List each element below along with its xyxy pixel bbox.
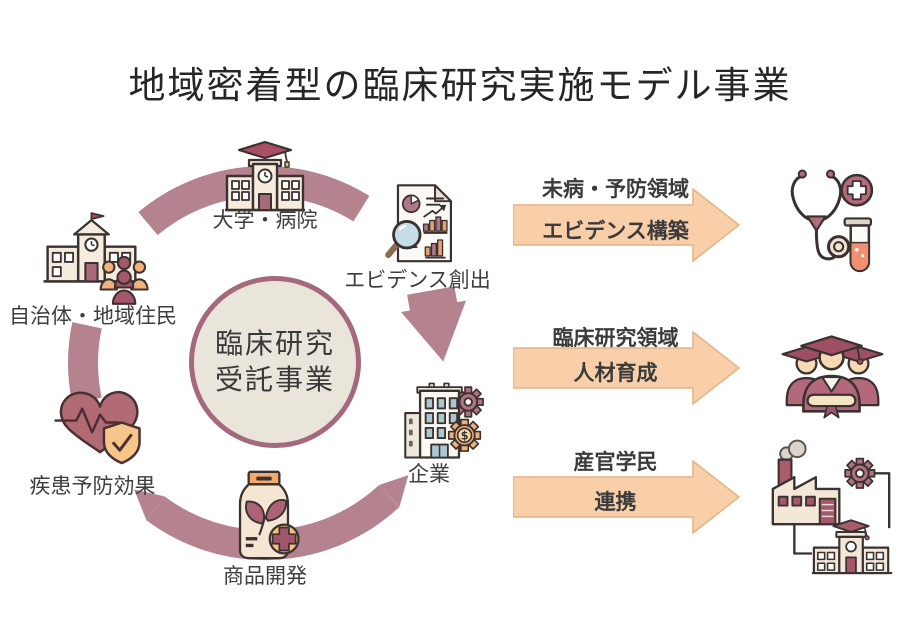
evidence-report-icon (385, 184, 453, 263)
outcome-action-label-3: 連携 (594, 491, 637, 514)
company-gears-icon: $ (404, 382, 484, 459)
heart-shield-icon (54, 391, 141, 465)
townhall-residents-icon (43, 212, 149, 305)
industry-academia-link-icon (771, 439, 893, 575)
outcome-area-label-2: 臨床研究領域 (552, 327, 679, 350)
node-label-company: 企業 (408, 463, 450, 486)
medical-set-icon (790, 169, 874, 273)
center-circle: 臨床研究 受託事業 (189, 276, 361, 448)
residents-group (99, 255, 149, 305)
outcome-area-label-1: 未病・予防領域 (542, 178, 689, 201)
gear-mauve (452, 386, 484, 418)
university-hospital-icon (225, 140, 305, 212)
node-label-evidence: エビデンス創出 (344, 269, 491, 292)
outcome-arrow-3 (513, 459, 741, 535)
svg-text:$: $ (461, 429, 469, 442)
gear-dollar: $ (447, 418, 482, 452)
outcome-arrow-1 (513, 187, 741, 263)
outcome-action-label-1: エビデンス構築 (542, 220, 689, 243)
outcome-area-label-3: 産官学民 (573, 451, 658, 474)
outcome-arrow-2 (513, 330, 741, 406)
flow-down-arrow (401, 286, 467, 362)
node-label-university: 大学・病院 (212, 209, 318, 232)
product-package-icon (238, 470, 300, 560)
node-label-municipality: 自治体・地域住民 (9, 305, 177, 328)
outcome-action-label-2: 人材育成 (573, 362, 658, 385)
ring-arc-bottom-left-tip (134, 489, 165, 521)
node-label-prevention: 疾患予防効果 (29, 475, 156, 498)
node-label-product: 商品開発 (223, 565, 307, 588)
graduates-icon (781, 335, 884, 419)
ring-arc-bottom-right-tip (378, 475, 409, 507)
center-label-line1: 臨床研究 (214, 327, 335, 359)
center-label-line2: 受託事業 (214, 364, 335, 395)
page-title: 地域密着型の臨床研究実施モデル事業 (128, 65, 792, 106)
